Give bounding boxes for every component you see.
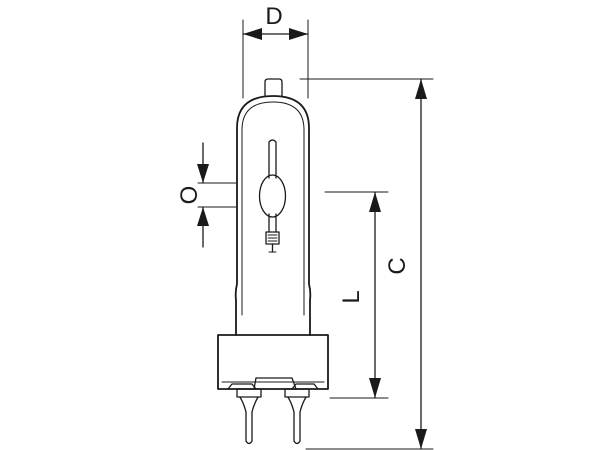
label-l: L (338, 290, 365, 303)
label-o: O (176, 186, 203, 205)
extension-lines (197, 19, 434, 450)
dimension-c-arrow-top (415, 79, 427, 99)
dimension-c: C (384, 78, 427, 450)
dimension-d: D (242, 3, 309, 40)
lamp-pins (236, 388, 310, 445)
dimension-o-arrow-top (197, 164, 209, 183)
dimension-d-arrow-left (243, 28, 262, 40)
lamp-outer-tube (234, 95, 312, 336)
arc-tube (258, 139, 287, 253)
lamp-inner-contour (241, 101, 305, 316)
lamp-base (217, 334, 329, 390)
lamp-drawing (217, 78, 329, 445)
dimension-d-arrow-right (289, 28, 308, 40)
dimension-l: L (338, 191, 381, 399)
label-c: C (384, 257, 411, 274)
label-d: D (265, 3, 282, 30)
lamp-exhaust-tip (264, 78, 283, 97)
dimension-o: O (176, 142, 209, 248)
dimension-o-arrow-bottom (197, 207, 209, 226)
dimension-c-arrow-bottom (415, 429, 427, 449)
dimension-l-arrow-top (369, 192, 381, 212)
dimension-l-arrow-bottom (369, 378, 381, 398)
